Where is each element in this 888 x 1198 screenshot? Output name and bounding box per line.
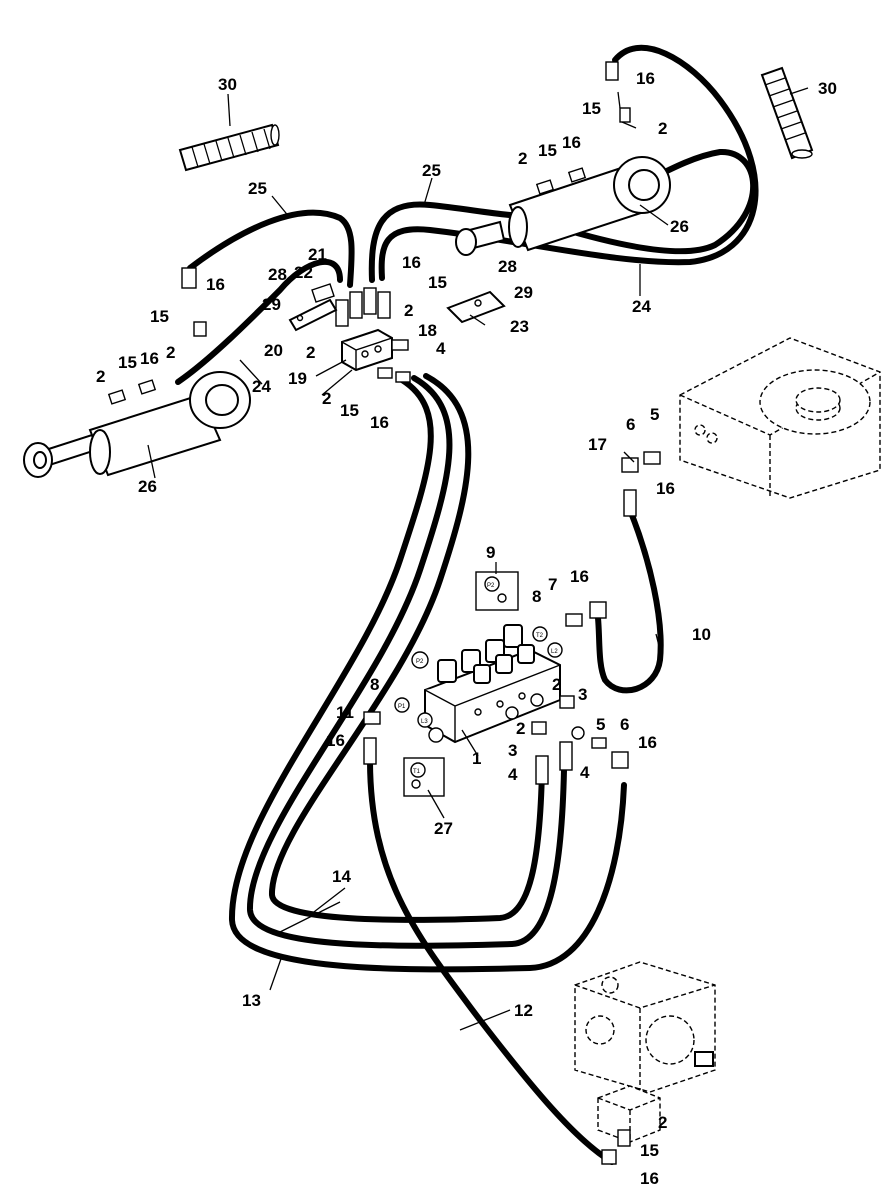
kit-box-9: P2 xyxy=(475,571,519,611)
slew-ring-housing xyxy=(679,337,881,499)
callout-16-mani-b: 16 xyxy=(370,413,389,432)
hose-24-left xyxy=(175,259,343,385)
callout-16-swing: 16 xyxy=(656,479,675,498)
callout-2-valve-b: 2 xyxy=(516,719,525,738)
hose-13 xyxy=(228,377,627,973)
hose-10 xyxy=(595,507,664,694)
callout-27: 27 xyxy=(434,819,453,838)
callout-15-top: 15 xyxy=(582,99,601,118)
pump-assembly xyxy=(574,961,716,1143)
callout-8-left: 8 xyxy=(370,675,379,694)
callout-16-valve-t: 16 xyxy=(570,567,589,586)
manifold-block xyxy=(335,287,411,383)
callout-11: 11 xyxy=(336,703,354,722)
callout-24-right: 24 xyxy=(632,297,651,316)
callout-15-mani-b: 15 xyxy=(340,401,359,420)
callout-23: 23 xyxy=(510,317,529,336)
callout-21: 21 xyxy=(308,245,327,264)
callout-2-cylr: 2 xyxy=(518,149,527,168)
callout-1: 1 xyxy=(472,749,481,768)
callout-16-valve-l: 16 xyxy=(326,731,345,750)
callout-2-mani: 2 xyxy=(404,301,413,320)
callouts: 30 30 16 15 2 2 15 16 25 25 26 21 16 28 … xyxy=(96,69,837,1188)
callout-25-right: 25 xyxy=(422,161,441,180)
hose-12 xyxy=(367,757,615,1165)
port-label-t2: T2 xyxy=(536,633,544,639)
callout-30-right: 30 xyxy=(818,79,837,98)
callout-12: 12 xyxy=(514,1001,533,1020)
callout-16-pump: 16 xyxy=(640,1169,659,1188)
sleeve-right xyxy=(760,66,814,160)
callout-6-valve: 6 xyxy=(620,715,629,734)
kit-box-27: T1 xyxy=(403,757,445,797)
callout-5-top: 5 xyxy=(650,405,659,424)
callout-7: 7 xyxy=(548,575,557,594)
port-label-l2: L2 xyxy=(551,649,558,655)
valve-fittings xyxy=(181,61,661,1165)
callout-16-cylr: 16 xyxy=(562,133,581,152)
callout-17: 17 xyxy=(588,435,607,454)
callout-22: 22 xyxy=(294,263,313,282)
callout-28-left: 28 xyxy=(268,265,287,284)
callout-5-valve: 5 xyxy=(596,715,605,734)
callout-15-cyll: 15 xyxy=(118,353,137,372)
callout-29-left: 29 xyxy=(262,295,281,314)
callout-4-valve-l: 4 xyxy=(508,765,518,784)
callout-16-top: 16 xyxy=(636,69,655,88)
callout-6-top: 6 xyxy=(626,415,635,434)
callout-15-cylr: 15 xyxy=(538,141,557,160)
callout-14: 14 xyxy=(332,867,351,886)
callout-2-mani-l: 2 xyxy=(306,343,315,362)
callout-2-cyll: 2 xyxy=(96,367,105,386)
hose-14a xyxy=(246,375,567,949)
control-valve: P2 L2 T2 P1 L3 xyxy=(394,624,585,744)
callout-15-left: 15 xyxy=(150,307,169,326)
port-label-p1b: P1 xyxy=(398,704,406,710)
callout-3-valve-r: 3 xyxy=(578,685,587,704)
hose-14b xyxy=(268,373,545,923)
callout-3-valve-b: 3 xyxy=(508,741,517,760)
callout-2-valve-r: 2 xyxy=(552,675,561,694)
callout-2-top: 2 xyxy=(658,119,667,138)
callout-8-top: 8 xyxy=(532,587,541,606)
bracket-20 xyxy=(288,283,338,332)
callout-24-left: 24 xyxy=(252,377,271,396)
cylinder-right xyxy=(455,156,671,256)
callout-20: 20 xyxy=(264,341,283,360)
callout-30-left: 30 xyxy=(218,75,237,94)
callout-25-left: 25 xyxy=(248,179,267,198)
callout-29-right: 29 xyxy=(514,283,533,302)
callout-16-cyll: 16 xyxy=(140,349,159,368)
callout-16-mani: 16 xyxy=(402,253,421,272)
callout-15-mani: 15 xyxy=(428,273,447,292)
callout-26-left: 26 xyxy=(138,477,157,496)
port-label-l3: L3 xyxy=(421,719,428,725)
kit-9-label: P2 xyxy=(487,583,495,589)
plate-23 xyxy=(446,290,506,324)
leader-lines xyxy=(147,87,809,1031)
cylinder-left xyxy=(23,371,251,478)
callout-15-pump: 15 xyxy=(640,1141,659,1160)
callout-2-left: 2 xyxy=(166,343,175,362)
sleeve-left xyxy=(178,123,280,172)
port-label-p1: P2 xyxy=(416,659,424,665)
callout-9: 9 xyxy=(486,543,495,562)
hose-24-right xyxy=(378,44,759,281)
callout-2-mani-b: 2 xyxy=(322,389,331,408)
callout-4-valve-r: 4 xyxy=(580,763,590,782)
callout-26-right: 26 xyxy=(670,217,689,236)
callout-28-right: 28 xyxy=(498,257,517,276)
callout-19: 19 xyxy=(288,369,307,388)
kit-27-label: T1 xyxy=(413,769,421,775)
callout-18: 18 xyxy=(418,321,437,340)
callout-2-pump: 2 xyxy=(658,1113,667,1132)
callout-16-left: 16 xyxy=(206,275,225,294)
callout-4-mani: 4 xyxy=(436,339,446,358)
hose-25-left xyxy=(187,209,355,288)
callout-16-valve-r: 16 xyxy=(638,733,657,752)
callout-10: 10 xyxy=(692,625,711,644)
callout-13: 13 xyxy=(242,991,261,1010)
